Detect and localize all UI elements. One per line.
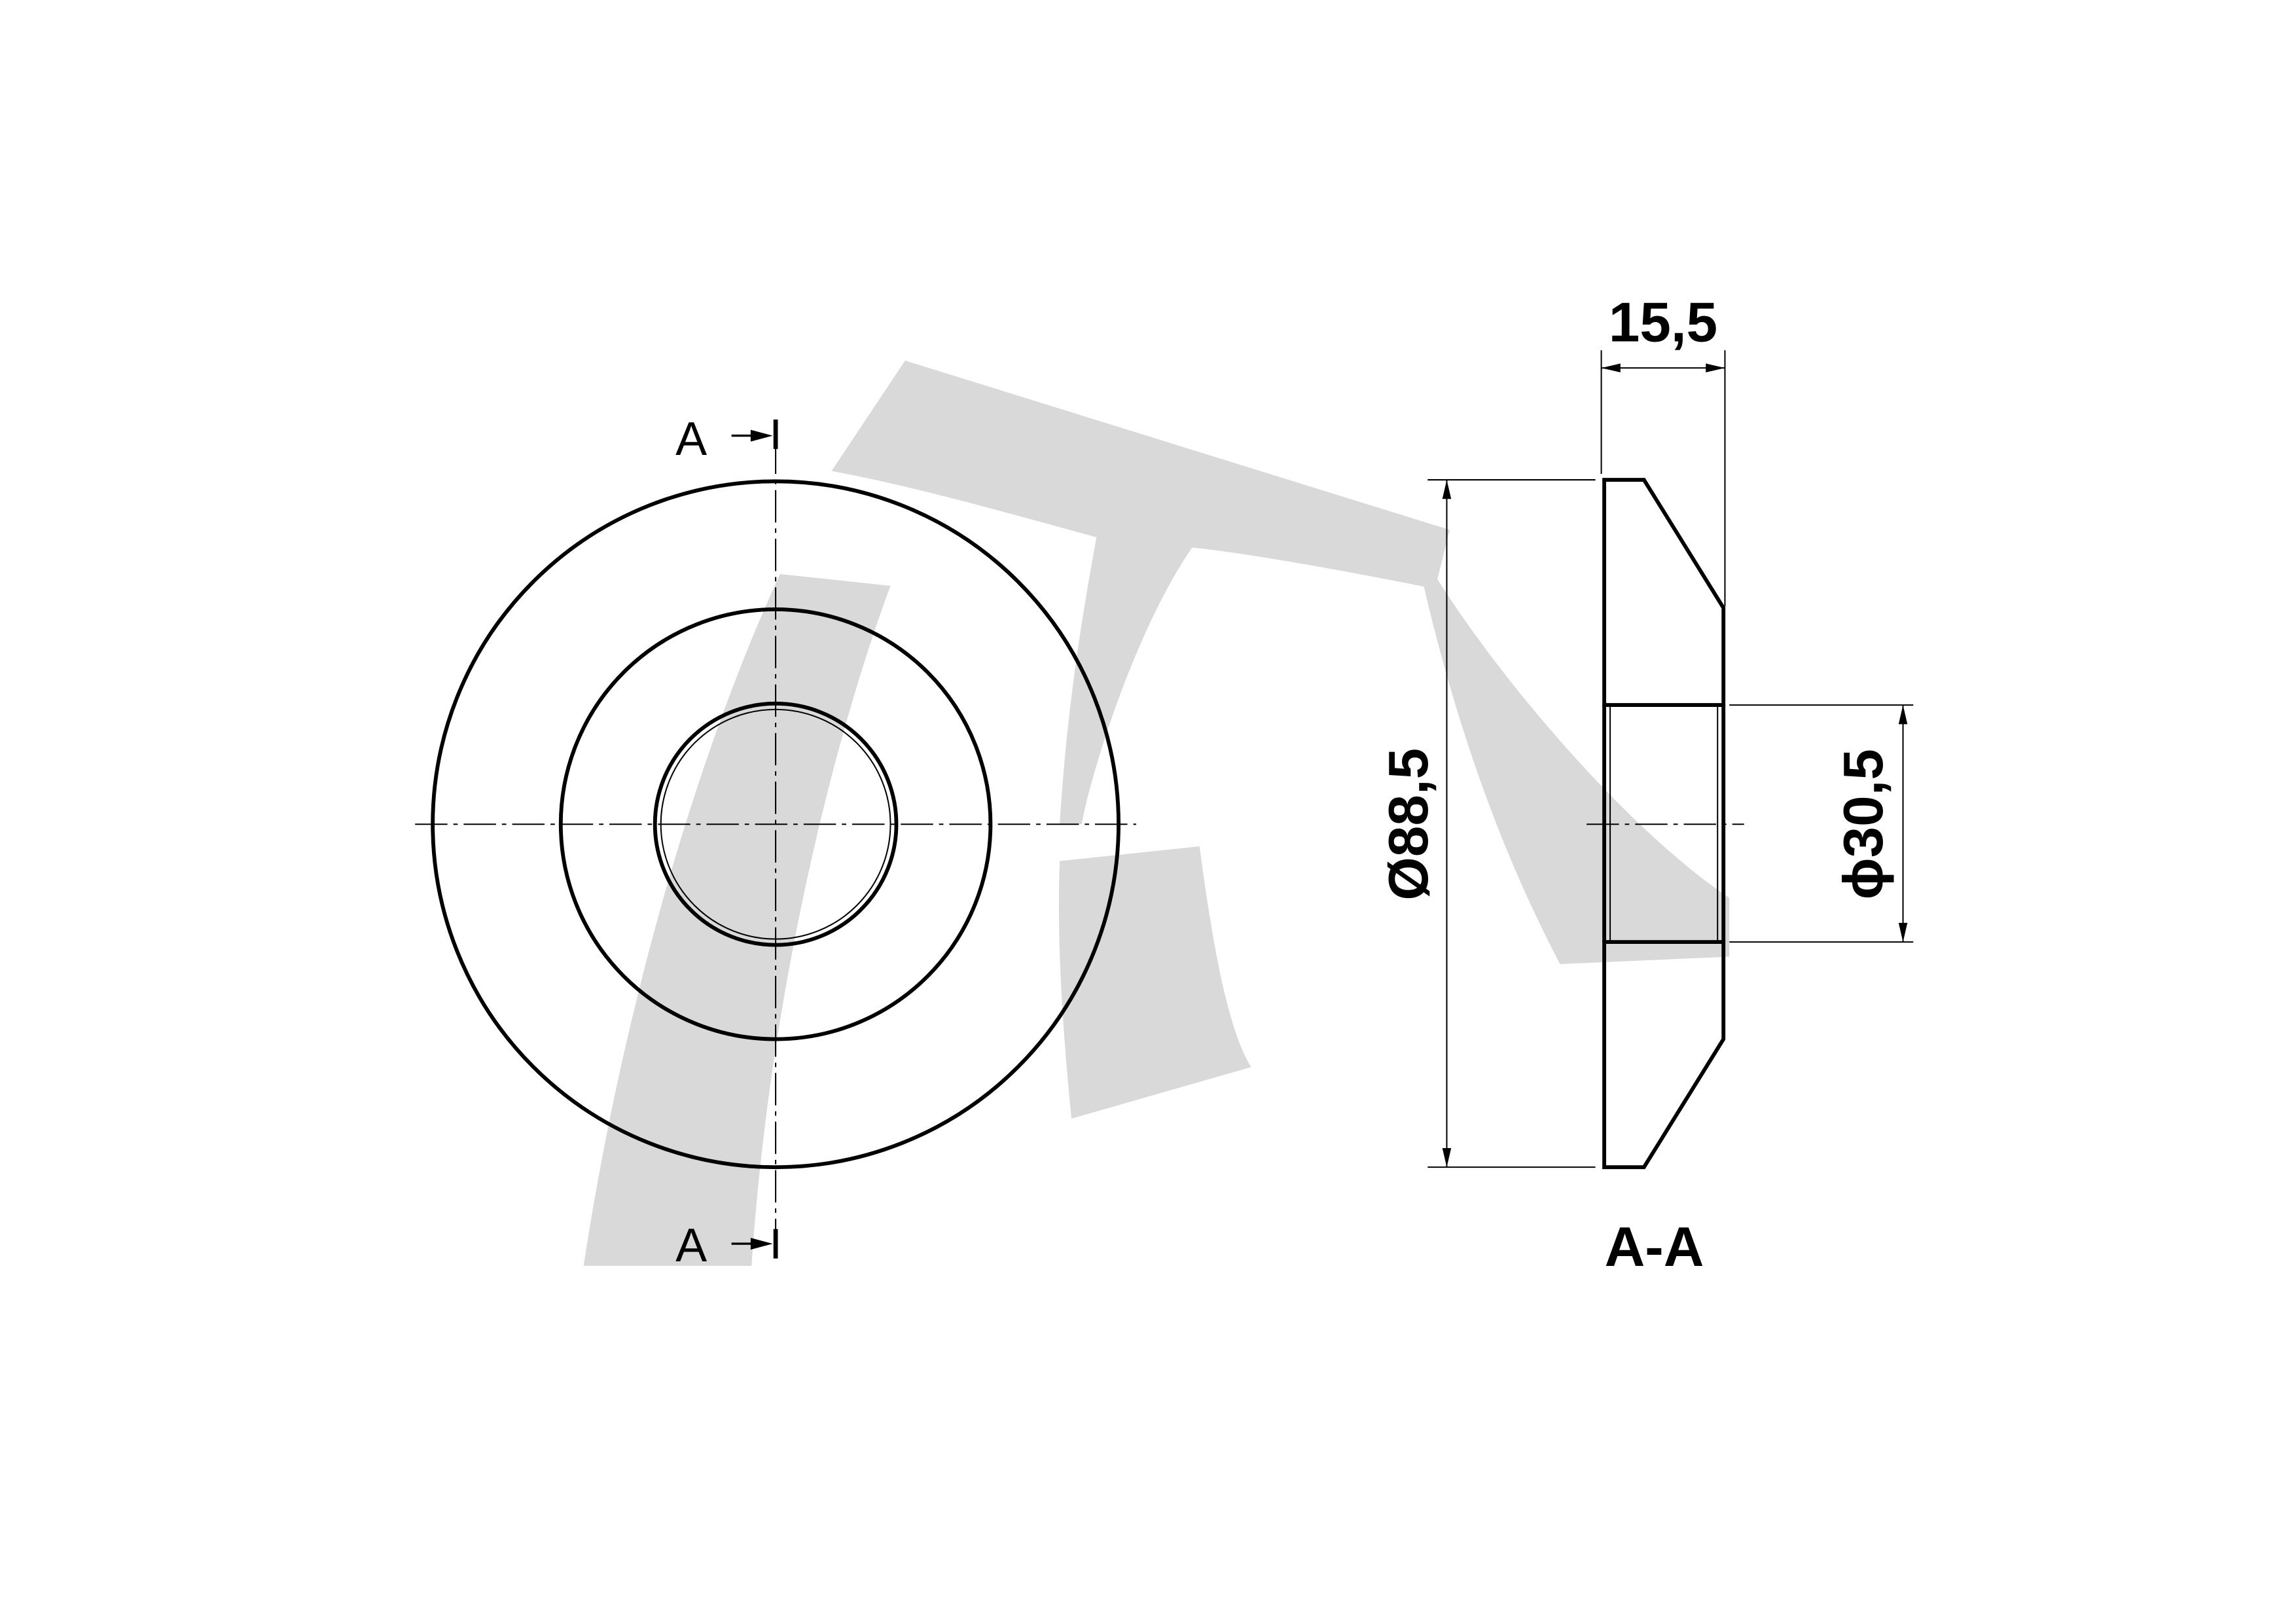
section-title: A-A xyxy=(1605,1216,1704,1278)
section-arrow-bottom-icon xyxy=(731,1238,773,1250)
outer-diameter-dimension: Ø88,5 xyxy=(1378,479,1596,1168)
hatched-section-bottom xyxy=(1602,940,1726,1170)
inner-diameter-label: ϕ30,5 xyxy=(1833,749,1895,899)
watermark-logo xyxy=(583,360,1730,1266)
thickness-label: 15,5 xyxy=(1609,292,1717,354)
section-marker-top: A xyxy=(675,413,707,465)
hatched-section-top xyxy=(1602,478,1726,708)
section-marker-bottom: A xyxy=(675,1219,707,1272)
outer-diameter-label: Ø88,5 xyxy=(1378,748,1440,901)
thickness-dimension: 15,5 xyxy=(1600,292,1726,607)
front-view: A A xyxy=(415,413,1137,1272)
section-arrow-top-icon xyxy=(731,429,773,442)
inner-diameter-dimension: ϕ30,5 xyxy=(1729,704,1914,943)
section-view: 15,5 Ø88,5 ϕ30,5 A-A xyxy=(1378,292,1914,1278)
